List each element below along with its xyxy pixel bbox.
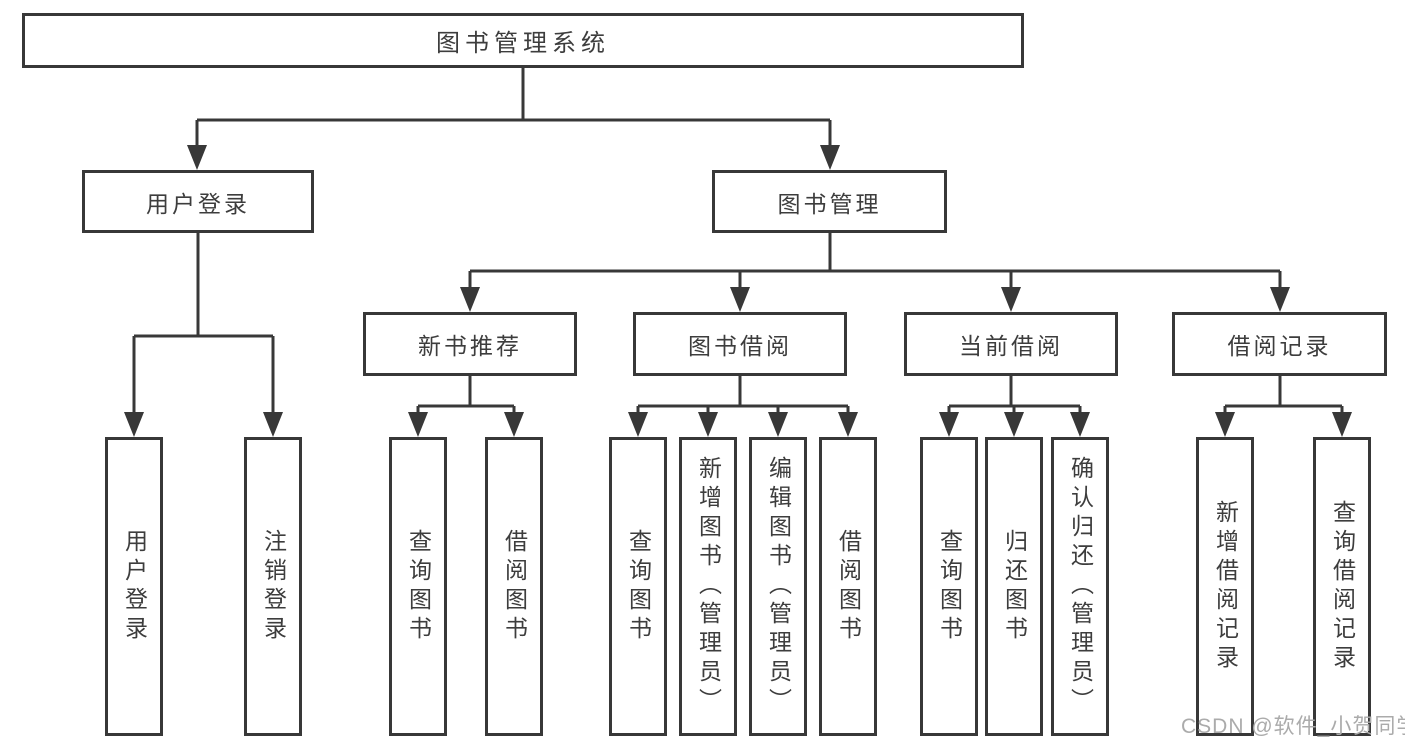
arrowhead bbox=[504, 412, 524, 437]
node-label: 新书推荐 bbox=[418, 333, 522, 359]
node-leaf-add-borrow-record: 新增借阅记录 bbox=[1196, 437, 1254, 736]
node-leaf-return-books: 归还图书 bbox=[985, 437, 1043, 736]
arrowhead bbox=[698, 412, 718, 437]
node-leaf-borrow-books: 借阅图书 bbox=[819, 437, 877, 736]
node-leaf-query-borrow-record: 查询借阅记录 bbox=[1313, 437, 1371, 736]
arrowhead bbox=[1215, 412, 1235, 437]
arrowhead bbox=[1070, 412, 1090, 437]
node-book-borrowing: 图书借阅 bbox=[633, 312, 847, 376]
node-label: 借阅图书 bbox=[835, 528, 862, 645]
arrowhead bbox=[838, 412, 858, 437]
node-leaf-confirm-return-admin: 确认归还（管理员） bbox=[1051, 437, 1109, 736]
node-leaf-user-login: 用户登录 bbox=[105, 437, 163, 736]
node-label: 确认归还（管理员） bbox=[1067, 456, 1094, 717]
arrowhead bbox=[124, 412, 144, 437]
watermark: CSDN @软件_小贺同学 bbox=[1181, 715, 1405, 738]
node-user-login: 用户登录 bbox=[82, 170, 314, 233]
node-borrowing-records: 借阅记录 bbox=[1172, 312, 1387, 376]
arrowhead bbox=[263, 412, 283, 437]
node-leaf-add-book-admin: 新增图书（管理员） bbox=[679, 437, 737, 736]
node-label: 查询借阅记录 bbox=[1329, 499, 1356, 674]
arrowhead bbox=[187, 145, 207, 170]
node-leaf-query-books-recommend: 查询图书 bbox=[389, 437, 447, 736]
node-label: 查询图书 bbox=[405, 528, 432, 645]
node-leaf-query-books-borrowing: 查询图书 bbox=[609, 437, 667, 736]
arrowhead bbox=[460, 287, 480, 312]
node-label: 用户登录 bbox=[146, 190, 250, 217]
arrowhead bbox=[408, 412, 428, 437]
arrowhead bbox=[820, 145, 840, 170]
arrowhead bbox=[768, 412, 788, 437]
node-label: 图书管理 bbox=[777, 190, 882, 217]
node-label: 借阅图书 bbox=[501, 528, 528, 645]
node-label: 当前借阅 bbox=[959, 333, 1063, 359]
arrowhead bbox=[939, 412, 959, 437]
node-label: 借阅记录 bbox=[1227, 333, 1332, 359]
arrowhead bbox=[730, 287, 750, 312]
node-leaf-query-books-current: 查询图书 bbox=[920, 437, 978, 736]
node-label: 查询图书 bbox=[625, 528, 652, 645]
arrowhead bbox=[1270, 287, 1290, 312]
node-label: 编辑图书（管理员） bbox=[765, 456, 792, 717]
node-label: 注销登录 bbox=[260, 528, 287, 645]
node-leaf-edit-book-admin: 编辑图书（管理员） bbox=[749, 437, 807, 736]
node-label: 用户登录 bbox=[121, 528, 148, 645]
node-label: 新增借阅记录 bbox=[1212, 499, 1239, 674]
node-book-management: 图书管理 bbox=[712, 170, 947, 233]
node-leaf-logout: 注销登录 bbox=[244, 437, 302, 736]
node-leaf-borrow-books-recommend: 借阅图书 bbox=[485, 437, 543, 736]
node-label: 图书管理系统 bbox=[436, 30, 610, 57]
arrowhead bbox=[1001, 287, 1021, 312]
node-label: 查询图书 bbox=[936, 528, 963, 645]
node-current-borrowing: 当前借阅 bbox=[904, 312, 1118, 376]
arrowhead bbox=[628, 412, 648, 437]
arrowhead bbox=[1332, 412, 1352, 437]
node-library-management-system: 图书管理系统 bbox=[22, 13, 1024, 68]
node-new-book-recommendation: 新书推荐 bbox=[363, 312, 577, 376]
node-label: 新增图书（管理员） bbox=[695, 456, 722, 717]
arrowhead bbox=[1004, 412, 1024, 437]
node-label: 归还图书 bbox=[1001, 528, 1028, 645]
node-label: 图书借阅 bbox=[688, 333, 792, 359]
